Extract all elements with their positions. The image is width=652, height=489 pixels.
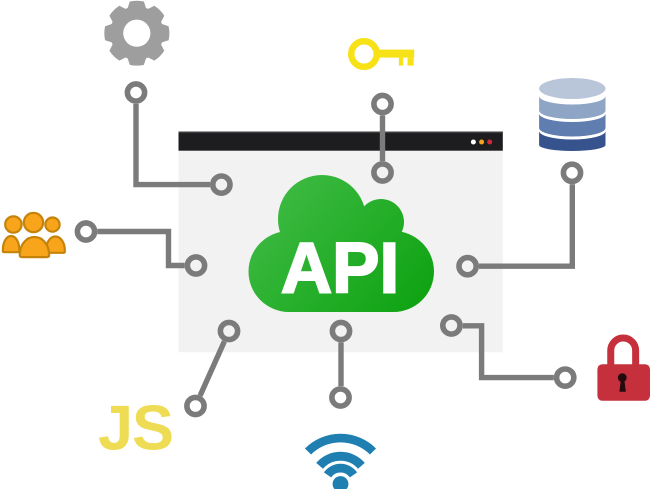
svg-text:API: API	[281, 230, 399, 309]
svg-text:JS: JS	[98, 394, 173, 464]
